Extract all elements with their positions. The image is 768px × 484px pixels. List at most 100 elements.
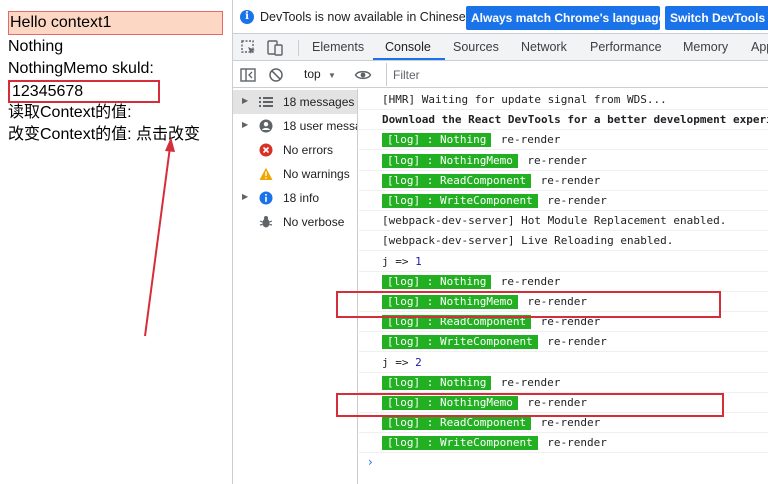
change-button[interactable]: 点击改变 <box>136 126 201 143</box>
chevron-down-icon: ▼ <box>328 71 336 80</box>
info-icon <box>259 191 273 205</box>
console-message-row: [webpack-dev-server] Hot Module Replacem… <box>359 211 768 232</box>
value-input-box[interactable]: 12345678 <box>8 80 160 103</box>
console-message-row: [log] : NothingMemo re-render <box>359 393 768 413</box>
tab-sources[interactable]: Sources <box>453 40 499 54</box>
tab-network[interactable]: Network <box>521 40 567 54</box>
log-badge: [log] : NothingMemo <box>382 396 518 410</box>
console-message-row: Download the React DevTools for a better… <box>359 110 768 131</box>
tab-performance[interactable]: Performance <box>590 40 662 54</box>
log-badge: [log] : ReadComponent <box>382 173 532 188</box>
console-message-row: j => 1 <box>359 252 768 272</box>
sidebar-item-user-messages[interactable]: ▶ 18 user messages <box>233 114 357 138</box>
infobar-message: DevTools is now available in Chinese! <box>260 10 470 24</box>
log-prefix: j => <box>382 355 409 369</box>
tab-console[interactable]: Console <box>385 40 431 54</box>
device-toolbar-icon[interactable] <box>266 39 284 57</box>
log-badge: [log] : WriteComponent <box>382 335 538 350</box>
console-message-row: [log] : NothingMemo re-render <box>359 151 768 171</box>
log-badge: [log] : WriteComponent <box>382 194 538 208</box>
eye-icon[interactable] <box>354 66 372 84</box>
log-message-text: re-render <box>540 416 601 430</box>
log-prefix: j => <box>382 254 409 268</box>
log-message-text: re-render <box>527 153 587 167</box>
log-message-text: re-render <box>547 335 607 349</box>
log-badge: [log] : NothingMemo <box>382 153 518 168</box>
sidebar-item-label: No errors <box>283 143 334 157</box>
log-message-text: re-render <box>500 133 561 147</box>
tab-application[interactable]: Application <box>751 40 768 54</box>
filter-input[interactable] <box>386 63 768 86</box>
sidebar-item-info[interactable]: ▶ 18 info <box>233 186 357 210</box>
log-number-value: 1 <box>415 254 422 268</box>
log-badge: [log] : Nothing <box>382 274 492 289</box>
hello-context-text: Hello context1 <box>8 11 223 35</box>
console-message-row: [log] : WriteComponent re-render <box>359 191 768 211</box>
sidebar-item-label: 18 info <box>283 191 320 205</box>
console-message-text: [webpack-dev-server] Live Reloading enab… <box>382 234 674 248</box>
log-badge: [log] : ReadComponent <box>382 416 532 431</box>
sidebar-item-messages[interactable]: ▶ 18 messages <box>233 90 357 114</box>
log-message-text: re-render <box>527 396 587 409</box>
always-match-language-button[interactable]: Always match Chrome's language <box>466 6 665 30</box>
devtools-panel: i DevTools is now available in Chinese! … <box>233 0 768 484</box>
log-message-text: re-render <box>500 375 561 389</box>
sidebar-item-verbose[interactable]: No verbose <box>233 210 357 234</box>
clear-console-icon[interactable] <box>267 66 285 84</box>
sidebar-item-warnings[interactable]: No warnings <box>233 162 357 186</box>
sidebar-toggle-icon[interactable] <box>239 66 257 84</box>
log-badge: [log] : NothingMemo <box>382 295 518 309</box>
change-context-row: 改变Context的值: 点击改变 <box>8 125 200 145</box>
user-icon <box>259 119 273 133</box>
sidebar-item-errors[interactable]: No errors <box>233 138 357 162</box>
console-message-text: Download the React DevTools for a better… <box>382 113 768 127</box>
sidebar-item-label: No verbose <box>283 215 345 229</box>
list-icon <box>259 97 273 107</box>
console-message-row: [log] : Nothing re-render <box>359 272 768 292</box>
sidebar-item-label: 18 messages <box>283 95 355 109</box>
console-prompt-icon[interactable]: › <box>368 455 373 469</box>
console-message-row: [log] : ReadComponent re-render <box>359 312 768 333</box>
pane-divider[interactable] <box>232 0 233 484</box>
log-number-value: 2 <box>415 355 422 369</box>
log-message-text: re-render <box>500 274 561 288</box>
console-message-row: [webpack-dev-server] Live Reloading enab… <box>359 231 768 252</box>
active-tab-indicator <box>373 58 445 60</box>
context-select-value: top <box>304 67 321 81</box>
bug-icon <box>259 216 273 228</box>
log-message-text: re-render <box>547 194 607 207</box>
nothing-memo-text: NothingMemo skuld: <box>8 60 154 77</box>
sidebar-item-label: No warnings <box>283 167 350 181</box>
switch-language-button[interactable]: Switch DevTools to Chinese <box>665 6 768 30</box>
expand-arrow-icon[interactable]: ▶ <box>242 120 249 129</box>
log-badge: [log] : ReadComponent <box>382 315 532 330</box>
read-context-label: 读取Context的值: <box>8 104 132 121</box>
tab-memory[interactable]: Memory <box>683 40 729 54</box>
context-select[interactable]: top ▼ <box>304 67 336 81</box>
console-toolbar: top ▼ <box>233 62 768 88</box>
console-message-text: [HMR] Waiting for update signal from WDS… <box>382 93 667 106</box>
warning-icon <box>259 167 273 180</box>
tab-separator <box>298 40 299 56</box>
tab-elements[interactable]: Elements <box>312 40 365 54</box>
info-icon: i <box>240 10 254 24</box>
expand-arrow-icon[interactable]: ▶ <box>242 96 249 105</box>
nothing-text: Nothing <box>8 38 64 55</box>
console-message-row: [log] : WriteComponent re-render <box>359 332 768 353</box>
log-message-text: re-render <box>540 315 601 329</box>
console-sidebar: ▶ 18 messages ▶ 18 user messages No erro… <box>233 89 358 484</box>
change-context-label: 改变Context的值: <box>8 126 132 143</box>
inspect-element-icon[interactable] <box>240 39 258 57</box>
expand-arrow-icon[interactable]: ▶ <box>242 192 249 201</box>
console-message-row: [HMR] Waiting for update signal from WDS… <box>359 90 768 110</box>
devtools-tab-bar: Elements Console Sources Network Perform… <box>233 34 768 61</box>
sidebar-item-label: 18 user messages <box>283 119 357 133</box>
app-preview-pane: Hello context1 Nothing NothingMemo skuld… <box>0 0 232 484</box>
log-badge: [log] : WriteComponent <box>382 436 538 451</box>
language-infobar: i DevTools is now available in Chinese! … <box>233 0 768 34</box>
console-message-text: [webpack-dev-server] Hot Module Replacem… <box>382 214 727 228</box>
console-message-text: j => 2 <box>382 356 422 369</box>
